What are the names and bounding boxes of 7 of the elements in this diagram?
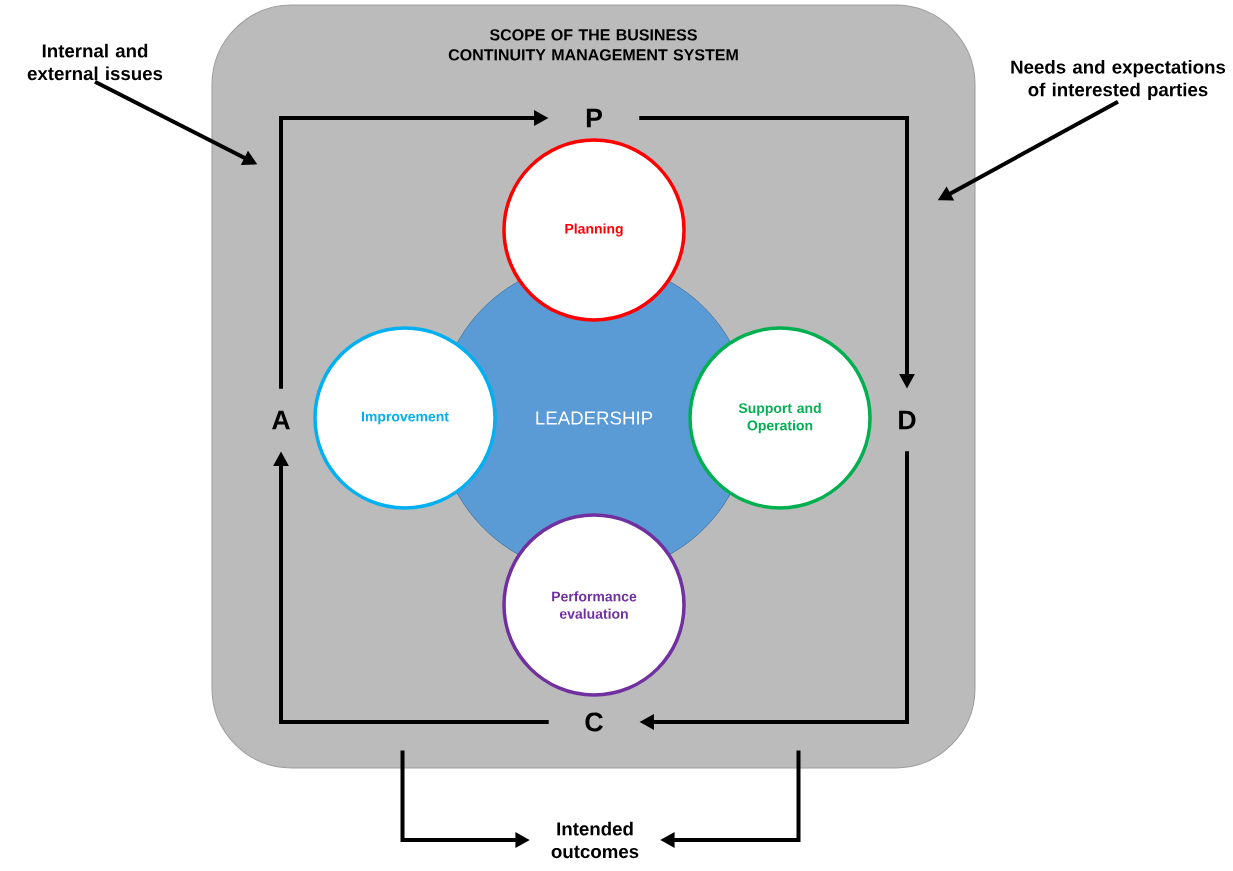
letter: A xyxy=(272,410,290,430)
input-label: Internal and external issues xyxy=(27,43,163,81)
letter: D xyxy=(899,410,916,430)
input-label: Needs and expectations of interested parties xyxy=(1011,59,1226,101)
output-label: Intended outcomes xyxy=(551,821,639,859)
letter: P xyxy=(586,108,602,128)
letter: C xyxy=(585,712,603,732)
